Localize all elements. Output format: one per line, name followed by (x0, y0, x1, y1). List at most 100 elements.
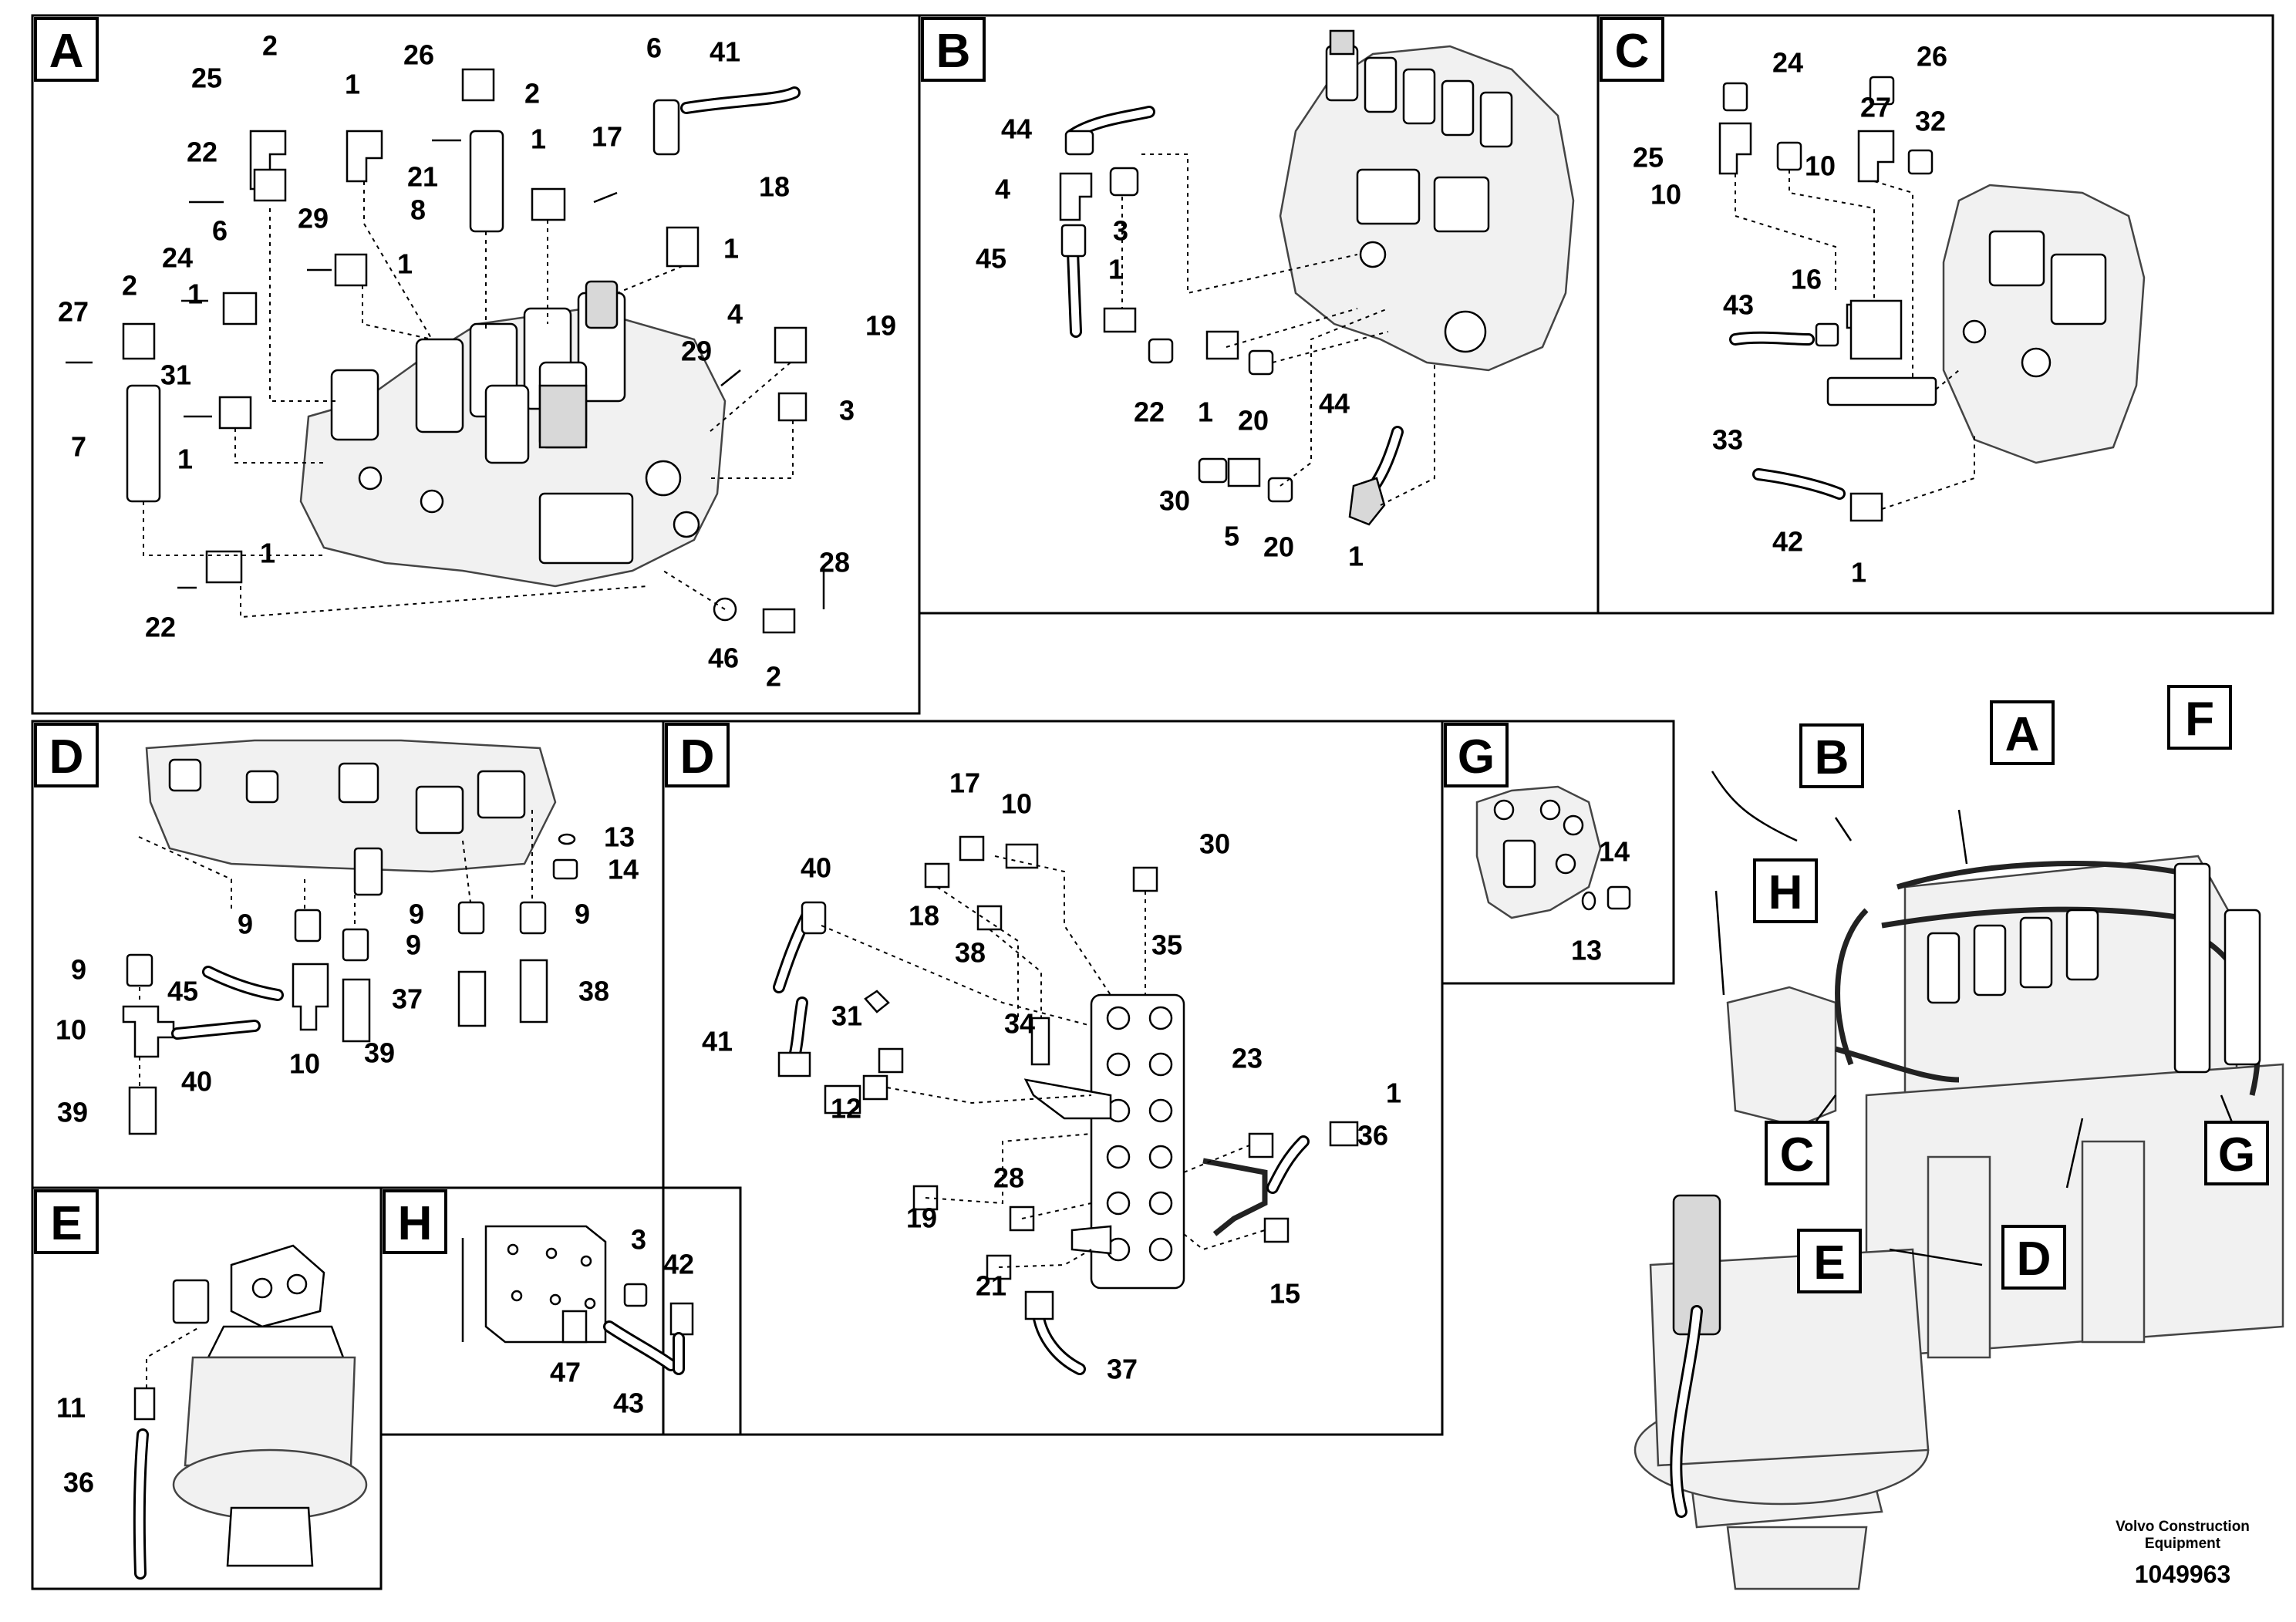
panel-e-artwork (133, 1244, 368, 1580)
tag-g: G (1444, 723, 1509, 787)
tag-c: C (1600, 17, 1664, 82)
part-callout-a-3: 6 (212, 215, 228, 247)
part-33-block (1826, 376, 1937, 406)
part-callout-c-4: 32 (1915, 106, 1946, 137)
part-callout-a-26: 4 (727, 298, 743, 330)
part-callout-a-13: 29 (298, 203, 329, 234)
panel-c-frame (1596, 14, 2274, 615)
part-callout-d2-9: 41 (702, 1026, 733, 1057)
svg-text:B: B (1815, 731, 1849, 784)
part-callout-a-9: 1 (177, 443, 193, 475)
svg-text:D: D (680, 730, 715, 784)
part-callout-c-3: 25 (1633, 142, 1664, 174)
tag-b: B (921, 17, 986, 82)
overview-artwork (1633, 771, 2284, 1590)
part-callout-d2-14: 28 (993, 1162, 1024, 1194)
part-callout-a-18: 21 (407, 161, 438, 193)
part-callout-b-4: 1 (1108, 254, 1124, 285)
part-callout-a-32: 2 (766, 661, 781, 693)
drawing-number: 1049963 (2135, 1560, 2231, 1588)
part-callout-d1-5: 9 (575, 899, 590, 930)
part-callout-h-1: 42 (663, 1249, 694, 1280)
svg-text:H: H (398, 1197, 433, 1250)
part-callout-d2-4: 18 (909, 900, 939, 932)
panel-b-artwork (1059, 29, 1575, 526)
panel-frames (31, 14, 2274, 1590)
svg-text:F: F (2185, 693, 2214, 746)
company-name-line-2: Equipment (2145, 1536, 2221, 1552)
svg-text:C: C (1780, 1128, 1815, 1182)
part-callout-d2-18: 37 (1107, 1354, 1138, 1385)
part-callout-b-8: 44 (1319, 388, 1350, 420)
part-callout-d2-1: 10 (1001, 788, 1032, 820)
part-callout-d1-8: 37 (392, 983, 423, 1015)
part-callout-d1-13: 39 (364, 1037, 395, 1069)
part-callout-d2-7: 31 (831, 1000, 862, 1032)
part-callout-e-1: 36 (63, 1467, 94, 1499)
svg-text:E: E (50, 1197, 82, 1250)
tag-h: H (383, 1189, 447, 1254)
part-callout-a-17: 2 (524, 78, 540, 110)
part-callout-b-0: 44 (1001, 113, 1032, 145)
svg-text:A: A (49, 25, 84, 78)
part-callout-a-30: 28 (819, 547, 850, 578)
part-callout-a-12: 22 (145, 612, 176, 643)
part-callout-a-14: 1 (397, 248, 413, 280)
part-callout-c-6: 10 (1805, 150, 1836, 182)
overview-tag-e: E (1797, 1229, 1862, 1293)
part-callout-c-0: 24 (1772, 47, 1803, 79)
panel-c-artwork (1718, 76, 2146, 522)
part-callout-e-0: 11 (56, 1392, 86, 1424)
svg-text:H: H (1768, 866, 1803, 919)
part-callout-a-7: 1 (187, 278, 203, 310)
part-callout-a-20: 1 (531, 123, 546, 155)
svg-text:G: G (2218, 1128, 2255, 1182)
part-callout-d2-8: 34 (1004, 1008, 1035, 1040)
svg-text:D: D (2017, 1233, 2052, 1286)
part-callout-c-2: 27 (1860, 92, 1891, 123)
part-callout-c-11: 1 (1851, 557, 1866, 588)
panel-a-artwork (66, 68, 825, 634)
part-callout-a-2: 22 (187, 137, 217, 168)
panel-g-artwork (1475, 785, 1631, 919)
part-callout-b-1: 4 (995, 174, 1010, 205)
panel-d2-frame (662, 720, 1444, 1436)
part-callout-b-5: 22 (1134, 396, 1165, 428)
part-callout-d1-2: 9 (238, 909, 253, 940)
part-callout-d1-9: 38 (578, 976, 609, 1007)
part-callout-a-1: 25 (191, 62, 222, 94)
part-callout-a-31: 46 (708, 642, 739, 674)
svg-text:C: C (1615, 25, 1650, 78)
part-callout-d1-11: 40 (181, 1066, 212, 1098)
part-callout-d2-17: 21 (976, 1270, 1006, 1302)
part-callout-a-23: 41 (710, 36, 740, 68)
svg-text:A: A (2005, 708, 2040, 761)
part-callout-d2-2: 30 (1199, 828, 1230, 860)
footer: Volvo Construction Equipment 1049963 (2116, 1519, 2250, 1588)
part-callout-a-4: 27 (58, 296, 89, 328)
panel-g-frame (1441, 720, 1675, 985)
part-callout-d1-10: 10 (56, 1014, 86, 1046)
part-callout-d2-3: 40 (801, 852, 831, 884)
overview-tag-d: D (2001, 1225, 2066, 1290)
part-callout-d1-6: 9 (71, 954, 86, 986)
company-name-line-1: Volvo Construction (2116, 1519, 2250, 1535)
part-callout-a-10: 7 (71, 431, 86, 463)
part-callout-d2-6: 35 (1151, 929, 1182, 961)
overview-tag-g: G (2204, 1121, 2269, 1185)
svg-text:D: D (49, 730, 84, 784)
part-callout-d1-1: 14 (608, 854, 639, 885)
panel-h-frame (379, 1186, 742, 1436)
tag-d-right: D (665, 723, 730, 787)
part-callout-b-7: 20 (1238, 405, 1269, 437)
part-callout-b-10: 5 (1224, 521, 1239, 552)
part-8-tube (469, 130, 504, 233)
part-callout-c-10: 42 (1772, 526, 1803, 558)
panel-h-artwork (461, 1225, 694, 1375)
part-callout-a-25: 1 (723, 233, 739, 265)
part-callout-d1-14: 39 (57, 1097, 88, 1128)
part-callout-a-5: 2 (122, 270, 137, 302)
svg-text:B: B (936, 25, 971, 78)
part-callout-b-12: 1 (1348, 541, 1364, 572)
part-callout-a-21: 17 (592, 121, 622, 153)
